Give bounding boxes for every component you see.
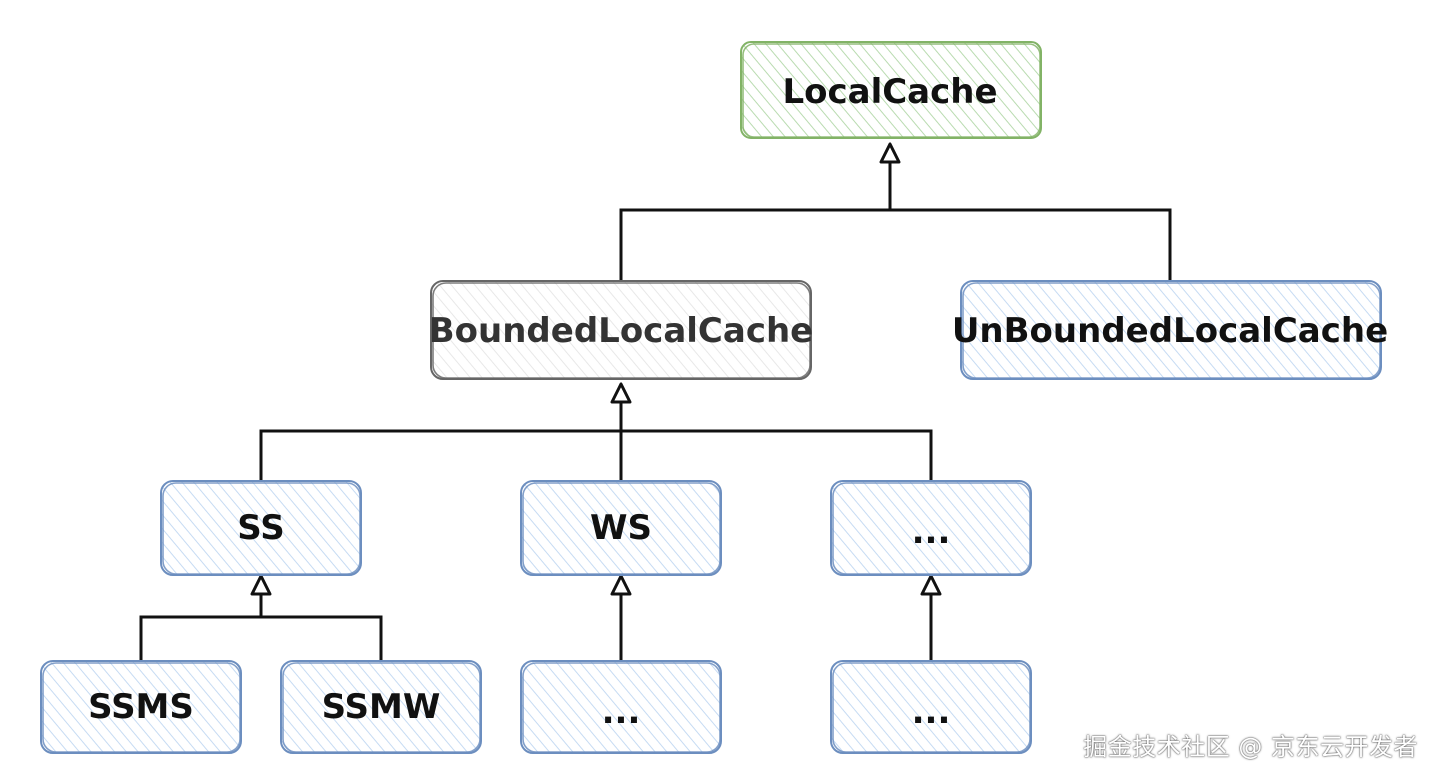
node-boundedlocalcache: BoundedLocalCache (429, 280, 814, 380)
connector-unbounded-to-localcache (890, 208, 1172, 280)
arrowhead-ellipsis (920, 574, 942, 596)
node-label-ellipsis-mid-child: ... (912, 692, 951, 732)
arrowhead-bounded (610, 382, 632, 404)
node-ssms: SSMS (40, 660, 242, 754)
node-ssmw: SSMW (280, 660, 482, 754)
node-label-ssms: SSMS (88, 687, 194, 727)
node-label-localcache: LocalCache (782, 72, 997, 112)
node-label-boundedlocalcache: BoundedLocalCache (429, 311, 814, 351)
node-ss: SS (160, 480, 362, 576)
arrowhead-localcache (879, 142, 901, 164)
connector-bounded-to-localcache (619, 208, 890, 280)
connector-ssms-to-ss (139, 615, 261, 660)
node-ws: WS (520, 480, 722, 576)
connector-ss-to-bounded (259, 429, 621, 480)
connector-ssmw-to-ss (261, 615, 383, 660)
node-label-ws: WS (590, 508, 652, 548)
node-ellipsis-mid-child: ... (830, 660, 1032, 754)
connector-ellipsis-to-bounded (621, 429, 933, 480)
node-label-ellipsis-ws-child: ... (602, 692, 641, 732)
node-unboundedlocalcache: UnBoundedLocalCache (952, 280, 1388, 380)
node-ellipsis-ws-child: ... (520, 660, 722, 754)
node-label-ellipsis-mid: ... (912, 512, 951, 552)
arrowhead-ss (250, 574, 272, 596)
arrowhead-ws (610, 574, 632, 596)
watermark: 掘金技术社区 @ 京东云开发者 (1083, 733, 1418, 761)
node-label-ssmw: SSMW (322, 687, 441, 727)
node-localcache: LocalCache (740, 41, 1042, 139)
node-label-unboundedlocalcache: UnBoundedLocalCache (952, 311, 1388, 351)
node-label-ss: SS (237, 508, 284, 548)
node-ellipsis-mid: ... (830, 480, 1032, 576)
